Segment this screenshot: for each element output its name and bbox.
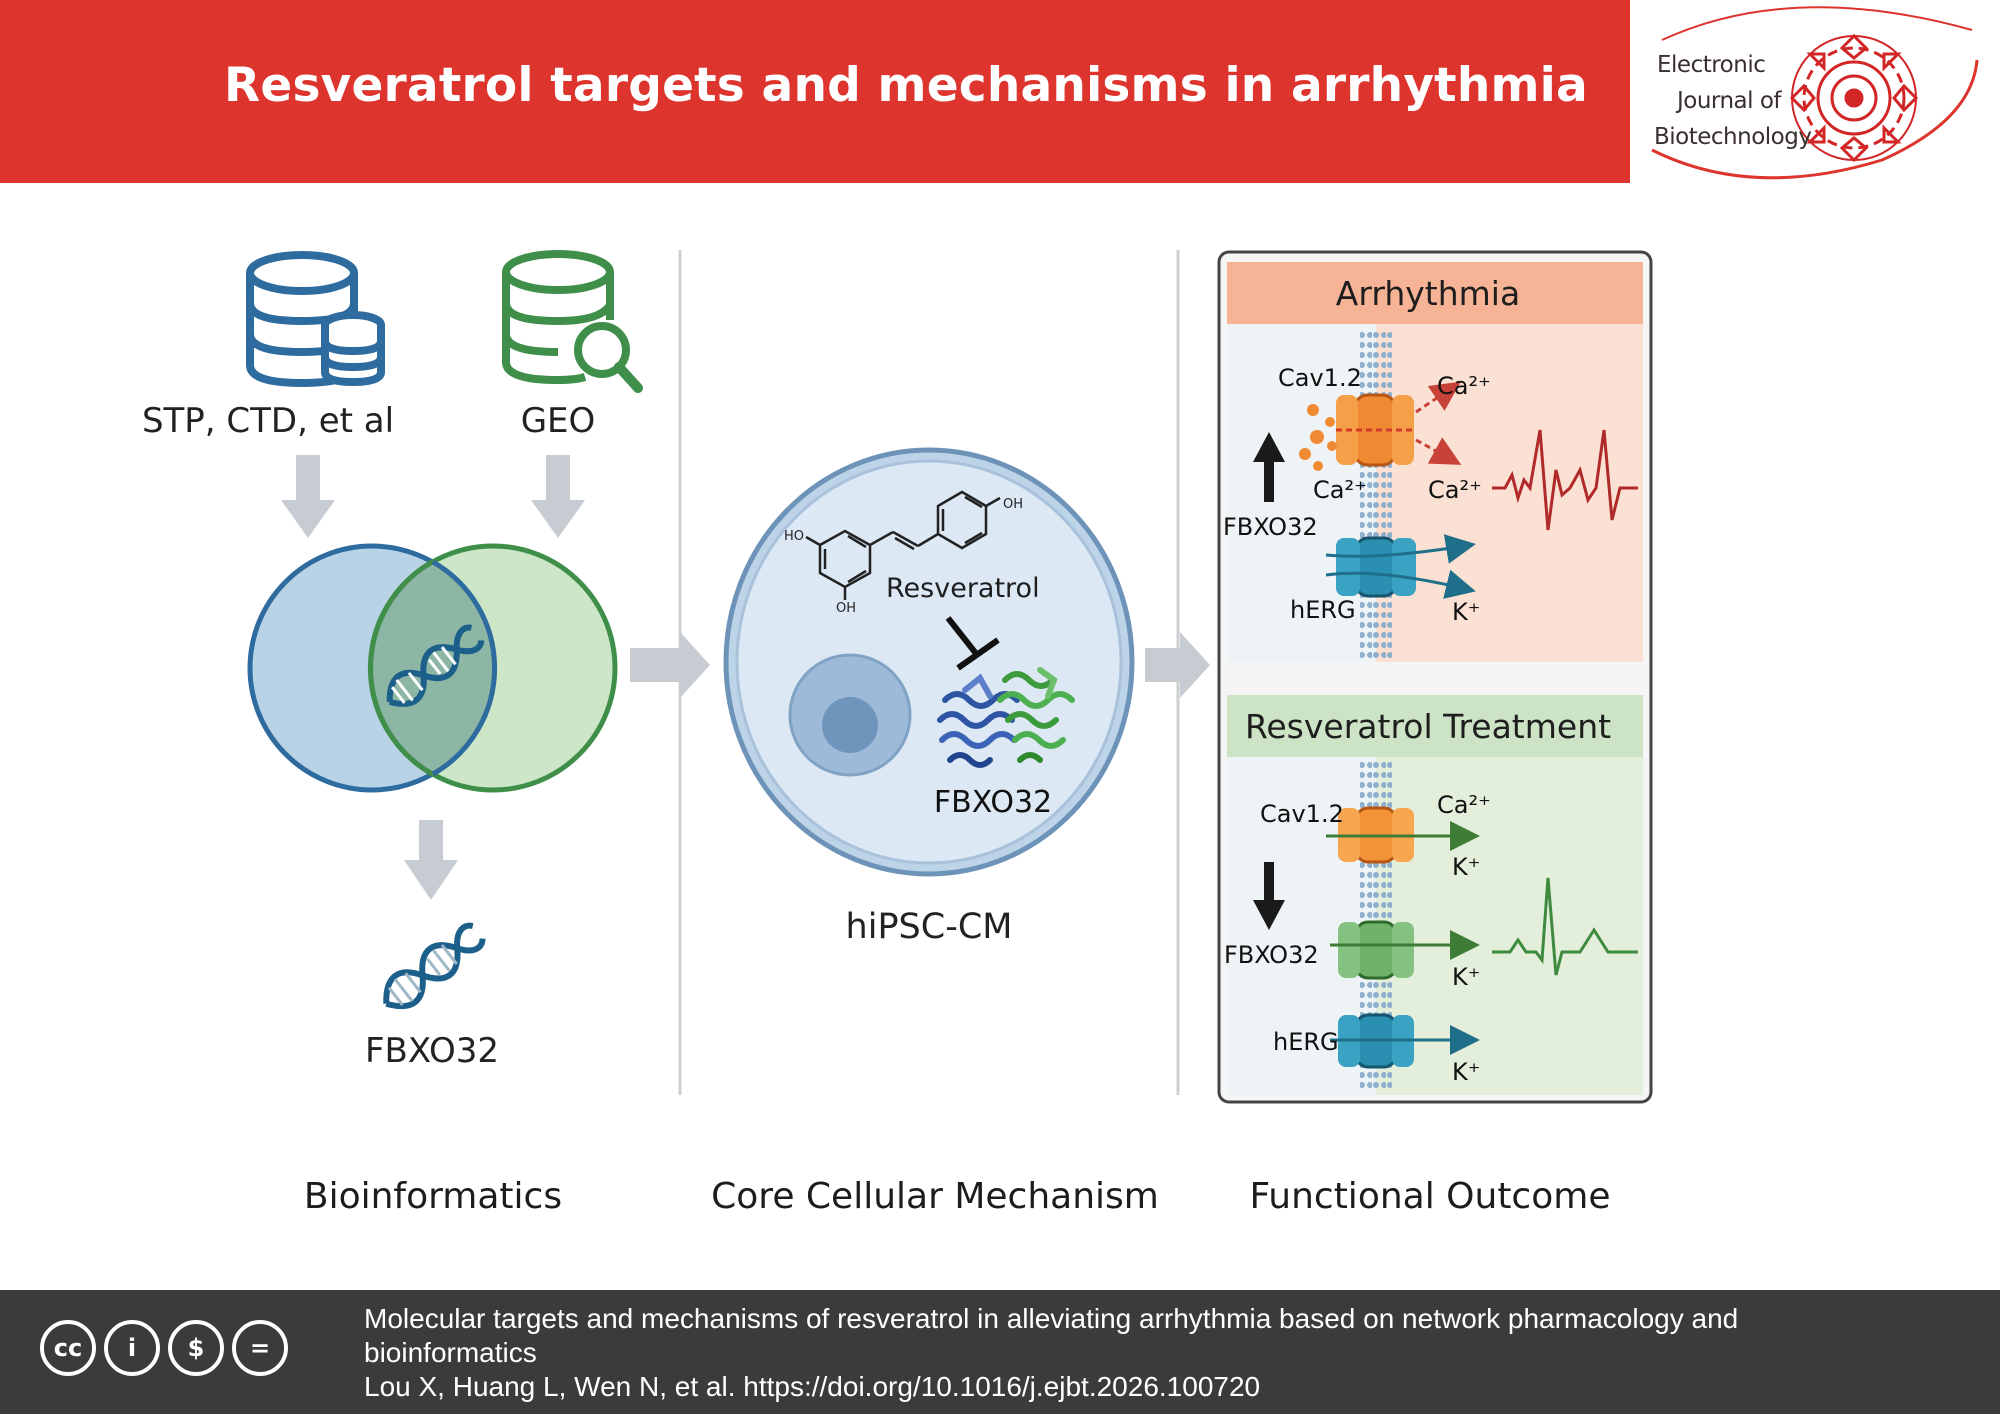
fbxo32-label: FBXO32 [1223, 513, 1318, 541]
journal-emblem-icon [1651, 6, 1979, 180]
hipsc-cm-cell [723, 447, 1135, 877]
calcium-label: Ca²⁺ [1437, 791, 1491, 819]
oh-label: OH [836, 601, 856, 616]
potassium-label: K⁺ [1452, 598, 1480, 626]
treatment-title: Resveratrol Treatment [1245, 707, 1611, 746]
venn-overlap [371, 562, 495, 774]
arrhythmic-ecg-trace [1492, 429, 1638, 531]
license-badges: cc i $ = [40, 1320, 288, 1376]
column-title-outcome: Functional Outcome [1250, 1176, 1611, 1217]
journal-name-line2: Journal of [1677, 88, 1782, 114]
calcium-label: Ca²⁺ [1313, 476, 1367, 504]
calcium-ions [1299, 404, 1337, 471]
attribution-icon: i [104, 1320, 160, 1376]
nucleolus [822, 697, 878, 753]
calcium-label: Ca²⁺ [1428, 476, 1482, 504]
cav12-label: Cav1.2 [1260, 800, 1344, 828]
cav12-label: Cav1.2 [1278, 364, 1362, 392]
fbxo32-protein-icon [937, 667, 1075, 768]
herg-channel-icon [1336, 536, 1416, 598]
potassium-label: K⁺ [1452, 963, 1480, 991]
column-title-bioinformatics: Bioinformatics [304, 1176, 562, 1217]
up-arrow-icon [1253, 432, 1285, 502]
databases-label: STP, CTD, et al [142, 401, 394, 441]
down-arrow-icon [531, 455, 585, 538]
right-arrow-icon [1145, 632, 1210, 698]
dna-icon [386, 624, 485, 707]
treatment-header [1227, 695, 1643, 757]
normal-ecg-trace [1492, 877, 1638, 976]
down-arrow-icon [1253, 862, 1285, 930]
inhibition-icon [945, 616, 1000, 671]
potassium-label: K⁺ [1452, 853, 1480, 881]
header-bar [0, 0, 1630, 183]
journal-name-line1: Electronic [1657, 52, 1766, 78]
geo-label: GEO [521, 401, 596, 441]
database-icon [246, 251, 385, 388]
arrhythmia-panel-extracellular [1376, 318, 1643, 662]
channel-icon [1338, 920, 1414, 980]
arrhythmia-header [1227, 262, 1643, 324]
footer: cc i $ = Molecular targets and mechanism… [0, 1290, 2000, 1414]
dna-icon [383, 922, 486, 1010]
venn-diagram [247, 543, 618, 793]
graphical-abstract: STP, CTD, et al GEO [142, 250, 1653, 1217]
article-title-line1: Molecular targets and mechanisms of resv… [364, 1303, 1739, 1334]
oh-label: OH [1003, 497, 1023, 512]
down-arrow-icon [404, 820, 458, 900]
calcium-label: Ca²⁺ [1437, 372, 1491, 400]
fbxo32-result-label: FBXO32 [365, 1031, 499, 1071]
arrhythmia-title: Arrhythmia [1336, 274, 1520, 313]
herg-label: hERG [1290, 596, 1356, 624]
down-arrow-icon [281, 455, 335, 538]
fbxo32-label: FBXO32 [1224, 941, 1319, 969]
ho-label: HO [784, 529, 804, 544]
citation-block: Molecular targets and mechanisms of resv… [364, 1302, 1964, 1404]
right-arrow-icon [630, 632, 710, 698]
noncommercial-icon: $ [168, 1320, 224, 1376]
cell-membrane [1360, 330, 1392, 660]
noderivatives-icon: = [232, 1320, 288, 1376]
herg-label: hERG [1273, 1028, 1339, 1056]
column-title-mechanism: Core Cellular Mechanism [711, 1176, 1159, 1217]
journal-logo: Electronic Journal of Biotechnology [1632, 0, 2000, 183]
hipsc-cm-label: hiPSC-CM [846, 907, 1013, 947]
database-search-icon [502, 250, 643, 393]
page-title: Resveratrol targets and mechanisms in ar… [224, 58, 1588, 113]
resveratrol-label: Resveratrol [886, 573, 1040, 604]
treatment-panel-extracellular [1376, 752, 1643, 1095]
fbxo32-target-label: FBXO32 [934, 785, 1052, 820]
cav12-channel-icon [1336, 393, 1414, 467]
article-title-line2: bioinformatics [364, 1337, 537, 1368]
potassium-label: K⁺ [1452, 1058, 1480, 1086]
citation-doi[interactable]: Lou X, Huang L, Wen N, et al. https://do… [364, 1371, 1261, 1402]
resveratrol-structure [805, 490, 1001, 600]
cc-icon: cc [40, 1320, 96, 1376]
journal-name-line3: Biotechnology [1654, 124, 1812, 150]
